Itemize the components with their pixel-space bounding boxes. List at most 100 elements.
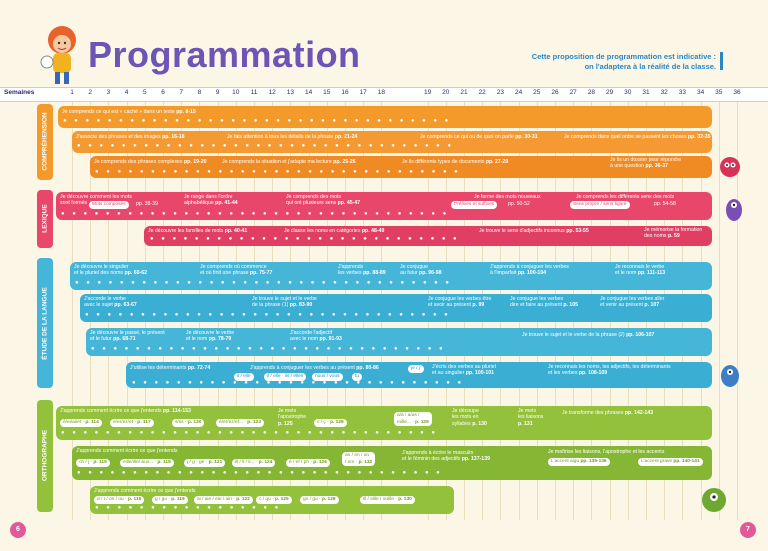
page-ref: pp. 72-74: [187, 365, 211, 371]
week-number: 2: [88, 89, 92, 96]
week-gridline: [718, 100, 720, 520]
week-number: 8: [197, 89, 202, 96]
row-orthographe-1: J'apprends comment écrire ce que j'enten…: [56, 406, 712, 440]
skill-text: Je comprends ce qui est « caché » dans u…: [62, 109, 175, 115]
skill-text: Je mets: [278, 408, 297, 414]
week-number: 27: [569, 89, 577, 96]
page-ref: pp. 75-77: [249, 270, 273, 277]
week-number: 30: [624, 89, 632, 96]
page-title: Programmation: [88, 34, 361, 75]
week-number: 6: [161, 89, 165, 96]
topic-chip: je / j': [408, 365, 424, 373]
row-text: Je comprends ce qui est « caché » dans u…: [62, 109, 196, 115]
page-ref: pp. 83-90: [289, 302, 313, 309]
topic-chip: Mots composés: [89, 201, 129, 209]
skill-text: Je trouve le sujet et le verbe de la phr…: [522, 332, 625, 338]
page-ref: pp. 27-29: [485, 159, 509, 165]
topic-chip: g / gu · p. 119: [152, 496, 188, 504]
week-number: 16: [341, 89, 349, 96]
skill-text: Je découvre les familles de mots: [148, 228, 224, 234]
section-label-comprehension: COMPRÉHENSION: [41, 112, 49, 171]
page-ref: p. 130: [472, 420, 487, 427]
page-number-right: 7: [740, 522, 756, 538]
page-ref: p. 119: [171, 497, 185, 502]
page-ref: p. 128: [330, 420, 344, 425]
week-dots: ●●●●●●●●●●●●●●●●●●●●●●●●●●●●●●●●●: [95, 169, 466, 175]
week-number: 34: [696, 89, 705, 96]
skill-text: Je découpe: [452, 408, 479, 414]
skill-text: et avoir au présent: [428, 302, 471, 309]
page-ref: pp. 50-52: [508, 201, 530, 207]
topic-chip: c / qu · p. 125: [256, 496, 292, 504]
section-band-etude: [37, 258, 53, 388]
row-text: J'apprends comment écrire ce que j'enten…: [60, 408, 191, 414]
page-ref: p. 118: [157, 460, 171, 465]
week-gridline: [737, 100, 738, 520]
row-text: J'utilise les déterminants pp. 72-74: [130, 365, 210, 371]
skill-text: J'apprends comment écrire ce que j'enten…: [60, 408, 162, 414]
week-number: 14: [304, 89, 313, 96]
week-gridline: [72, 100, 73, 520]
skill-text: et venir au présent: [600, 302, 643, 309]
skill-text: Je classe les noms en catégories: [284, 228, 361, 234]
skill-text: J'accorde l'adjectif: [290, 330, 333, 336]
page-ref: p. 123: [247, 420, 261, 425]
row-orthographe-3: J'apprends comment écrire ce que j'enten…: [90, 486, 454, 514]
row-text: Je découvre les familles de mots pp. 40-…: [148, 228, 247, 234]
page-ref: pp. 32-35: [688, 134, 711, 140]
note-accent-bar: [720, 52, 723, 70]
week-number: 23: [496, 89, 504, 96]
skill-text: Je lis différents types de documents: [402, 159, 485, 165]
week-number: 11: [250, 89, 258, 96]
chip-text: mille... ·: [397, 420, 414, 425]
skill-text: Je conjugue les verbes aller: [600, 296, 665, 302]
skill-text: Je découvre le verbe: [186, 330, 235, 336]
week-dots: ●●●●●●●●●●●●●●●●●: [95, 505, 286, 511]
skill-text: les mots en: [452, 414, 479, 421]
week-dots: ●●●●●●●●●●●●●●●●●●●●●●●●●●●●●●: [132, 380, 469, 386]
page-number-left: 6: [10, 522, 26, 538]
page-ref: pp. 135-136: [580, 459, 607, 464]
week-number: 17: [359, 89, 367, 96]
chip-text: ê/ei/ai/et ·: [63, 420, 85, 425]
chip-text: eille/ille/ aux... ·: [123, 460, 157, 465]
skill-text: J'apprends à conjuguer les verbes au pré…: [250, 365, 355, 371]
row-text: Je comprends la situation et j'adapte ma…: [222, 159, 356, 165]
row-text: Je comprends ce qui ou de quoi on parle …: [420, 134, 538, 140]
topic-chip: d / t / on / ou · p. 116: [94, 496, 145, 504]
week-number: 31: [642, 89, 650, 96]
chip-text: é/er/ez/ef... ·: [219, 420, 246, 425]
skill-text: J'accorde le verbe: [84, 296, 126, 302]
chip-text: gn / gu ·: [303, 497, 321, 502]
topic-chip: é/er/ez/ef... · p. 123: [216, 419, 264, 427]
row-text: J'apprends comment écrire ce que j'enten…: [76, 448, 177, 454]
skill-text: et les verbes: [548, 370, 578, 377]
chip-text: ch / j ·: [79, 460, 93, 465]
row-comprehension-2: J'associe des phrases et des images pp. …: [72, 131, 712, 153]
topic-chip: a/à / a/as /mille... · p. 129: [394, 412, 432, 426]
page-ref: p. 114: [85, 420, 99, 425]
page-ref: p. 125: [275, 497, 289, 502]
page-ref: pp. 54-58: [654, 201, 676, 207]
page-ref: pp. 16-18: [162, 134, 185, 140]
page-ref: pp. 88-89: [363, 270, 386, 277]
page-ref: pp. 25-26: [333, 159, 356, 165]
page-ref: pp. 137-139: [461, 456, 490, 463]
skill-text: alphabétique: [184, 200, 214, 207]
page-ref: pp. 30-31: [515, 134, 538, 140]
row-text: Je trouve le sens d'adjectifs inconnus p…: [479, 228, 589, 234]
skill-text: et le pluriel des noms: [74, 270, 124, 277]
chip-text: s/ss ·: [175, 420, 187, 425]
row-text: Je reconnais les noms, les adjectifs, le…: [548, 364, 671, 377]
